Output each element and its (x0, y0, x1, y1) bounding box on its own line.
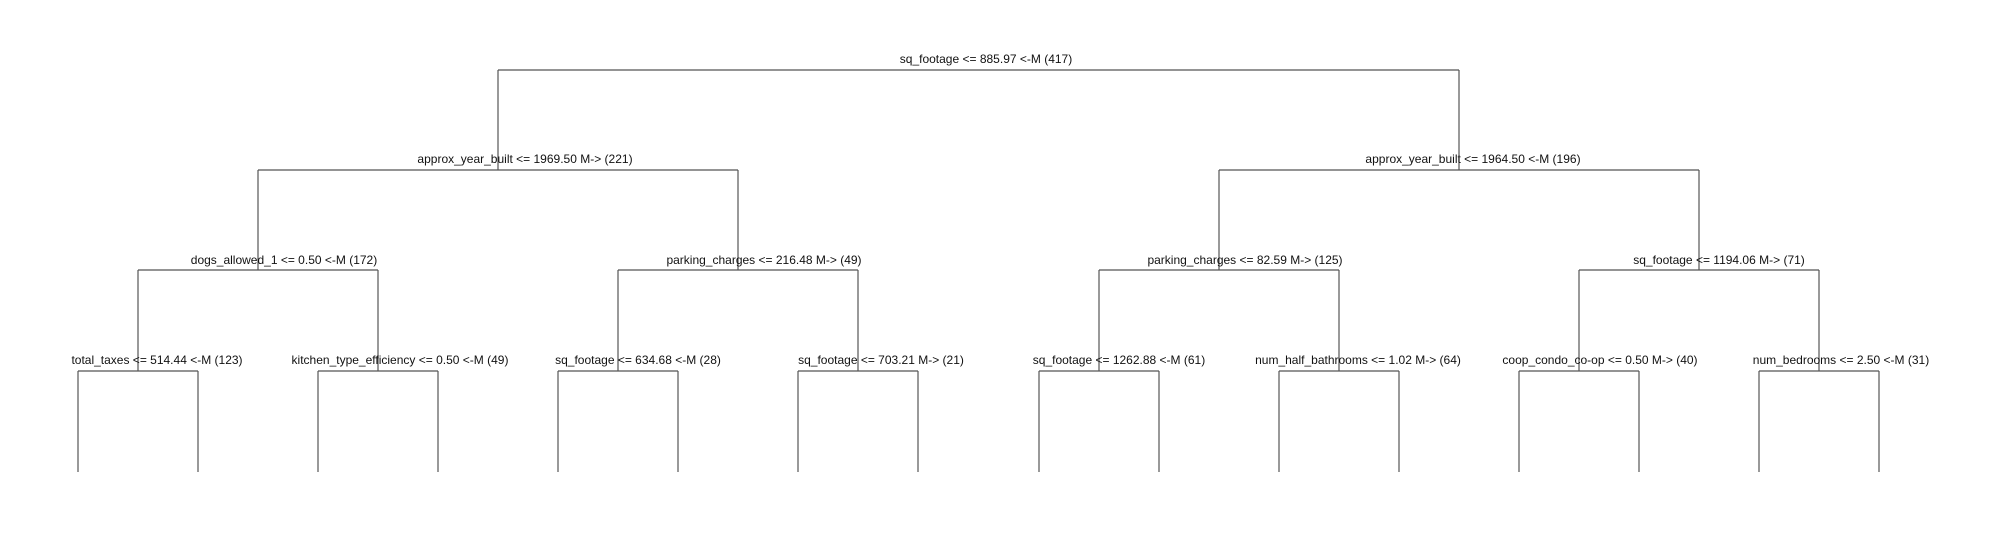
node-l3-label: kitchen_type_efficiency <= 0.50 <-M (49) (292, 353, 509, 367)
node-l2-label: parking_charges <= 82.59 M-> (125) (1147, 253, 1342, 267)
node-l1-label: approx_year_built <= 1969.50 M-> (221) (417, 152, 632, 166)
node-root-label: sq_footage <= 885.97 <-M (417) (900, 52, 1072, 66)
node-l3-label: num_half_bathrooms <= 1.02 M-> (64) (1255, 353, 1461, 367)
node-l2-label: dogs_allowed_1 <= 0.50 <-M (172) (191, 253, 377, 267)
node-l3-label: total_taxes <= 514.44 <-M (123) (71, 353, 242, 367)
tree-node-labels: sq_footage <= 885.97 <-M (417) approx_ye… (71, 52, 1929, 367)
node-l2-label: parking_charges <= 216.48 M-> (49) (666, 253, 861, 267)
node-l2-label: sq_footage <= 1194.06 M-> (71) (1633, 253, 1805, 267)
node-l3-label: sq_footage <= 703.21 M-> (21) (798, 353, 964, 367)
node-l3-label: num_bedrooms <= 2.50 <-M (31) (1753, 353, 1929, 367)
node-l3-label: sq_footage <= 1262.88 <-M (61) (1033, 353, 1205, 367)
node-l3-label: sq_footage <= 634.68 <-M (28) (555, 353, 721, 367)
tree-edges (77, 69, 1880, 472)
node-l3-label: coop_condo_co-op <= 0.50 M-> (40) (1502, 353, 1697, 367)
node-l1-label: approx_year_built <= 1964.50 <-M (196) (1365, 152, 1580, 166)
